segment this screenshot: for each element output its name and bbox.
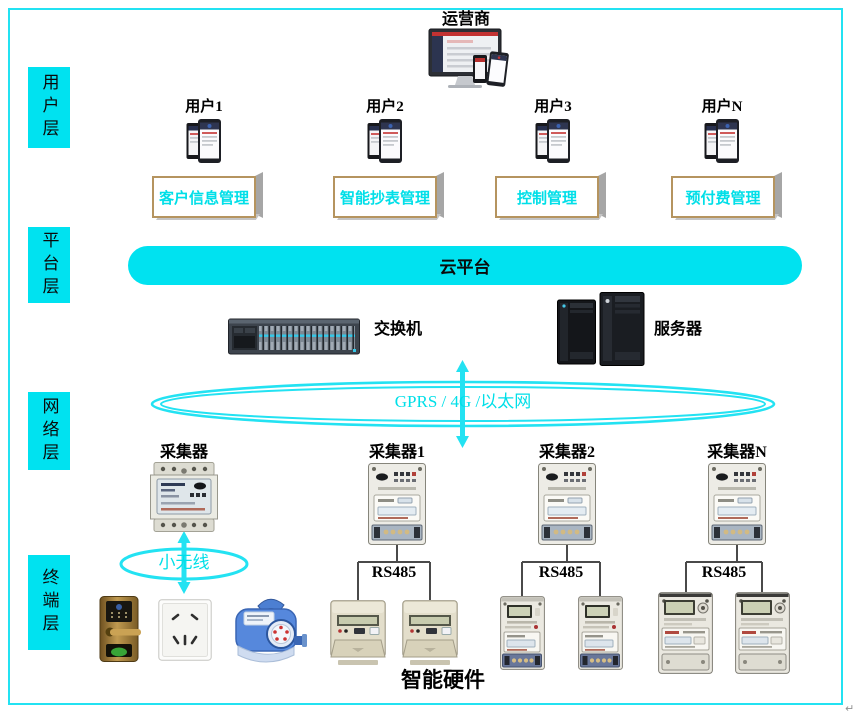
layer-tab-terminal: 终端层	[28, 555, 70, 650]
din-meter-image	[330, 600, 386, 665]
module-customer-info: 客户信息管理	[152, 172, 266, 222]
switch-label: 交换机	[373, 321, 422, 338]
single-phase-meter-image	[500, 596, 545, 670]
collector2-device-image	[538, 463, 596, 545]
smart-hardware-label: 智能硬件	[401, 668, 485, 692]
switch-image	[228, 318, 360, 355]
module-meter-reading: 智能抄表管理	[333, 172, 447, 222]
operator-label: 运营商	[441, 11, 490, 28]
operator-workstation-image	[428, 28, 509, 88]
wall-socket-image	[158, 599, 212, 661]
module-meter-reading-label: 智能抄表管理	[333, 176, 437, 218]
collectorN-label: 采集器N	[707, 444, 767, 461]
collector2-label: 采集器2	[538, 444, 595, 461]
wireless-label: 小无线	[158, 553, 210, 572]
user1-phones-image	[186, 119, 221, 163]
din-meter-image	[402, 600, 458, 665]
cloud-platform-bar: 云平台	[128, 246, 802, 285]
paragraph-return-mark: ↵	[845, 702, 855, 715]
userN-label: 用户N	[701, 99, 743, 115]
three-phase-meter-image	[735, 592, 790, 674]
user2-label: 用户2	[366, 99, 404, 115]
server-label: 服务器	[653, 321, 702, 338]
rs485-label-2: RS485	[538, 564, 584, 581]
collector1-label: 采集器1	[368, 444, 425, 461]
diagram-border	[8, 8, 843, 705]
user3-label: 用户3	[534, 99, 572, 115]
single-phase-meter-image	[578, 596, 623, 670]
layer-tab-platform: 平台层	[28, 227, 70, 303]
water-meter-image	[235, 598, 307, 663]
rs485-label-1: RS485	[371, 564, 417, 581]
userN-phones-image	[704, 119, 739, 163]
layer-tab-user: 用户层	[28, 67, 70, 148]
collectorN-device-image	[708, 463, 766, 545]
layer-tab-network: 网络层	[28, 392, 70, 470]
cyan-double-arrows	[177, 360, 469, 594]
collector1-device-image	[368, 463, 426, 545]
module-prepayment: 预付费管理	[671, 172, 785, 222]
user2-phones-image	[367, 119, 402, 163]
collector-label: 采集器	[159, 444, 208, 461]
smart-lock-image	[99, 596, 141, 662]
user1-label: 用户1	[185, 99, 223, 115]
module-customer-info-label: 客户信息管理	[152, 176, 256, 218]
module-control-label: 控制管理	[495, 176, 599, 218]
collector-device-image	[150, 462, 218, 532]
module-prepayment-label: 预付费管理	[671, 176, 775, 218]
rs485-bus-lines	[357, 545, 763, 600]
three-phase-meter-image	[658, 592, 713, 674]
gprs-backbone-label: GPRS / 4G /以太网	[394, 392, 532, 411]
user3-phones-image	[535, 119, 570, 163]
rs485-label-3: RS485	[701, 564, 747, 581]
server-towers-image	[557, 292, 645, 366]
module-control: 控制管理	[495, 172, 609, 222]
